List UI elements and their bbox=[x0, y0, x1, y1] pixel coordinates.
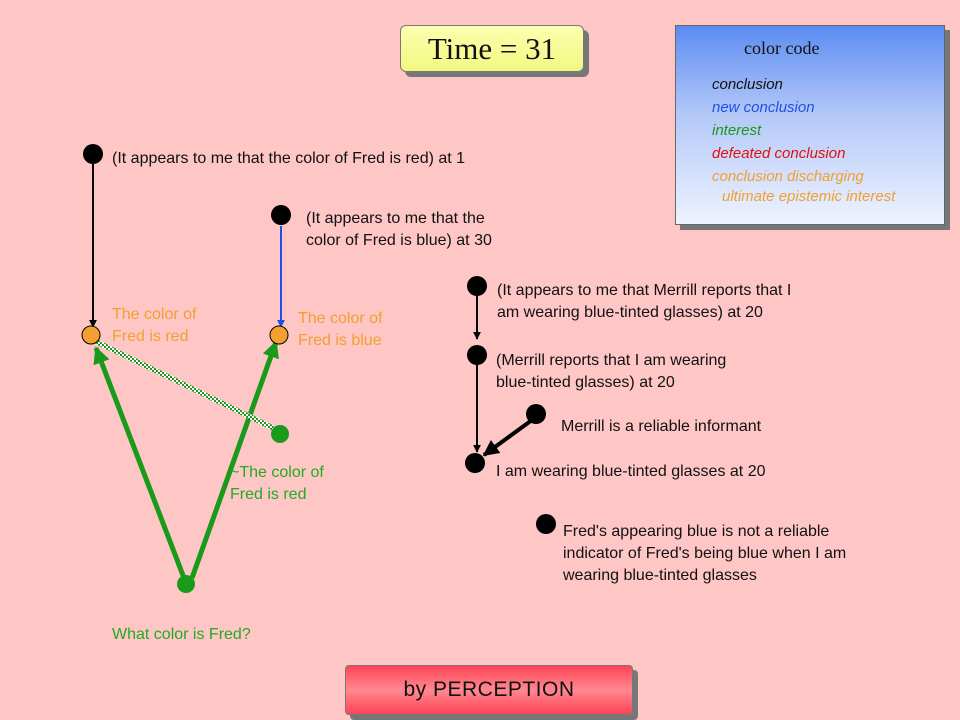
time-display: Time = 31 bbox=[400, 25, 584, 72]
edge-query-to-fred-red bbox=[93, 346, 187, 579]
label-appears-blue: (It appears to me that the color of Fred… bbox=[306, 210, 492, 249]
legend-item-defeated-conclusion: defeated conclusion bbox=[712, 145, 846, 162]
legend-item-new-conclusion: new conclusion bbox=[712, 99, 815, 116]
node-appears-merrill bbox=[467, 276, 487, 296]
node-wearing-glasses bbox=[465, 453, 485, 473]
time-label: Time = 31 bbox=[427, 30, 557, 66]
legend-item-conclusion: conclusion bbox=[712, 76, 783, 93]
label-not-fred-red: ~The color of Fred is red bbox=[230, 464, 324, 503]
edge-query-to-fred-blue bbox=[189, 340, 279, 579]
label-query: What color is Fred? bbox=[112, 626, 251, 643]
defeat-link bbox=[95, 339, 275, 431]
label-wearing-glasses: I am wearing blue-tinted glasses at 20 bbox=[496, 463, 766, 480]
node-appears-red bbox=[83, 144, 103, 164]
by-perception-label: by PERCEPTION bbox=[403, 678, 575, 701]
color-code-legend: color code conclusion new conclusion int… bbox=[675, 25, 945, 225]
legend-title: color code bbox=[744, 38, 820, 58]
label-appears-merrill: (It appears to me that Merrill reports t… bbox=[497, 282, 792, 321]
label-not-reliable: Fred's appearing blue is not a reliable … bbox=[563, 523, 847, 584]
by-perception-button[interactable]: by PERCEPTION bbox=[345, 665, 633, 715]
label-merrill-reliable: Merrill is a reliable informant bbox=[561, 418, 762, 435]
label-fred-red: The color of Fred is red bbox=[112, 306, 197, 345]
label-merrill-reports: (Merrill reports that I am wearing blue-… bbox=[496, 352, 727, 391]
node-not-reliable bbox=[536, 514, 556, 534]
node-query bbox=[177, 575, 195, 593]
node-appears-blue bbox=[271, 205, 291, 225]
legend-item-ultimate-epistemic-interest: ultimate epistemic interest bbox=[722, 188, 896, 205]
node-not-fred-red bbox=[271, 425, 289, 443]
node-fred-blue bbox=[269, 325, 289, 345]
node-merrill-reliable bbox=[526, 404, 546, 424]
node-merrill-reports bbox=[467, 345, 487, 365]
edge-reliable-to-wearing bbox=[482, 418, 534, 457]
legend-item-conclusion-discharging: conclusion discharging bbox=[712, 168, 864, 185]
label-fred-blue: The color of Fred is blue bbox=[298, 310, 383, 349]
node-fred-red bbox=[81, 325, 101, 345]
legend-item-interest: interest bbox=[712, 122, 762, 139]
label-appears-red: (It appears to me that the color of Fred… bbox=[112, 150, 466, 167]
